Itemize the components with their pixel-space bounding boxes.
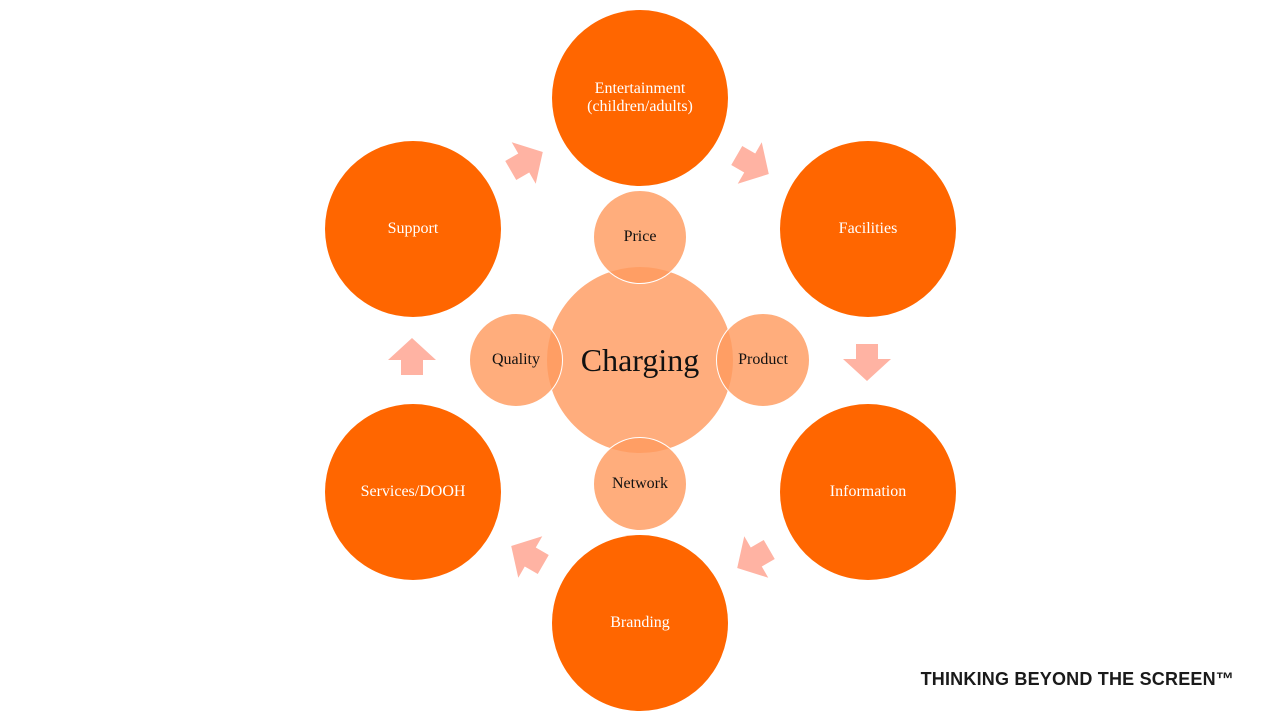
- inner-node-price-label: Price: [623, 228, 657, 245]
- arrow-facilities-to-information-icon: [843, 344, 891, 381]
- arrow-information-to-branding-icon: [737, 536, 775, 578]
- arrow-support-to-entertainment-icon: [505, 142, 543, 184]
- inner-node-product-label: Product: [738, 351, 788, 368]
- inner-node-network-label: Network: [612, 475, 668, 492]
- inner-node-quality-label: Quality: [492, 351, 540, 368]
- inner-node-price: Price: [593, 190, 687, 284]
- arrow-entertainment-to-facilities-icon: [731, 142, 769, 184]
- arrow-services-to-support-icon: [388, 338, 436, 375]
- arrow-branding-to-services-icon: [511, 536, 549, 578]
- center-label: Charging: [580, 341, 700, 378]
- node-information: Information: [780, 404, 956, 580]
- center-node-charging: Charging: [546, 266, 734, 454]
- inner-node-network: Network: [593, 437, 687, 531]
- inner-node-product: Product: [716, 313, 810, 407]
- brand-tagline: THINKING BEYOND THE SCREEN™: [920, 669, 1234, 689]
- inner-node-quality: Quality: [469, 313, 563, 407]
